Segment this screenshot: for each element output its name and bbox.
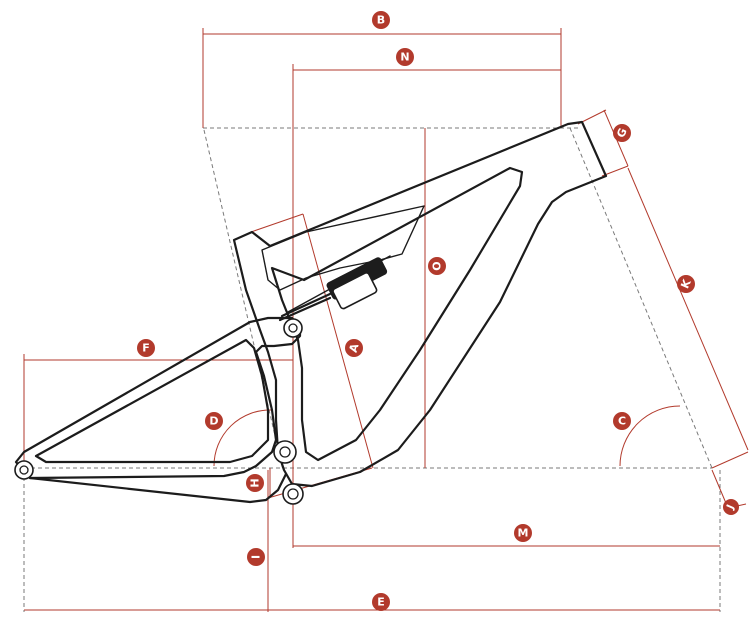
label-n: N [400, 51, 409, 64]
badge-b: B [372, 11, 390, 29]
dimension-k-line [627, 167, 749, 451]
dimension-d-arc [213, 409, 273, 467]
badge-d: D [205, 412, 223, 430]
label-a: A [347, 342, 362, 354]
label-m: M [518, 527, 529, 540]
label-c: C [618, 415, 626, 428]
rear-shock [278, 255, 391, 322]
dimension-a-tick [250, 213, 304, 233]
chain-stay-lower [28, 472, 288, 504]
badge-n: N [396, 48, 414, 66]
bottom-bracket-inner [287, 488, 299, 500]
badge-g: G [613, 124, 631, 142]
badge-e: E [372, 593, 390, 611]
shock-rod-lower [278, 296, 332, 322]
dimension-lines [23, 28, 749, 612]
label-f: F [142, 342, 150, 355]
badge-c: C [613, 412, 631, 430]
label-d: D [209, 415, 218, 428]
badge-j: J [723, 499, 739, 515]
dimension-c-arc [619, 405, 681, 467]
badge-o: O [428, 257, 446, 275]
front-triangle-outline [232, 120, 608, 488]
rear-triangle-outline [14, 316, 302, 480]
label-i: I [250, 555, 263, 559]
badge-i: I [247, 548, 265, 566]
lower-link-pivot-inner [279, 446, 291, 458]
frame-drawing [14, 120, 608, 505]
badge-h: H [246, 474, 264, 492]
badge-f: F [137, 339, 155, 357]
label-e: E [377, 596, 385, 609]
upper-link-pivot-inner [288, 323, 298, 333]
shock-rod [280, 292, 332, 318]
rear-axle-pivot-inner [19, 465, 29, 475]
label-b: B [377, 14, 385, 27]
reference-lines [23, 127, 721, 612]
badge-k: K [677, 275, 695, 293]
dimension-a-line [302, 213, 374, 469]
rear-triangle-cutout [34, 338, 270, 464]
shock-can [332, 272, 378, 310]
badge-m: M [514, 524, 532, 542]
label-j: J [725, 503, 737, 512]
dimension-k-tick-bottom [711, 451, 749, 469]
seat-angle-line [203, 129, 284, 471]
steering-axis-line [569, 127, 713, 469]
label-o: O [431, 261, 444, 270]
upper-tube-cutout [261, 205, 425, 291]
label-h: H [249, 478, 262, 487]
badge-a: A [345, 339, 363, 357]
